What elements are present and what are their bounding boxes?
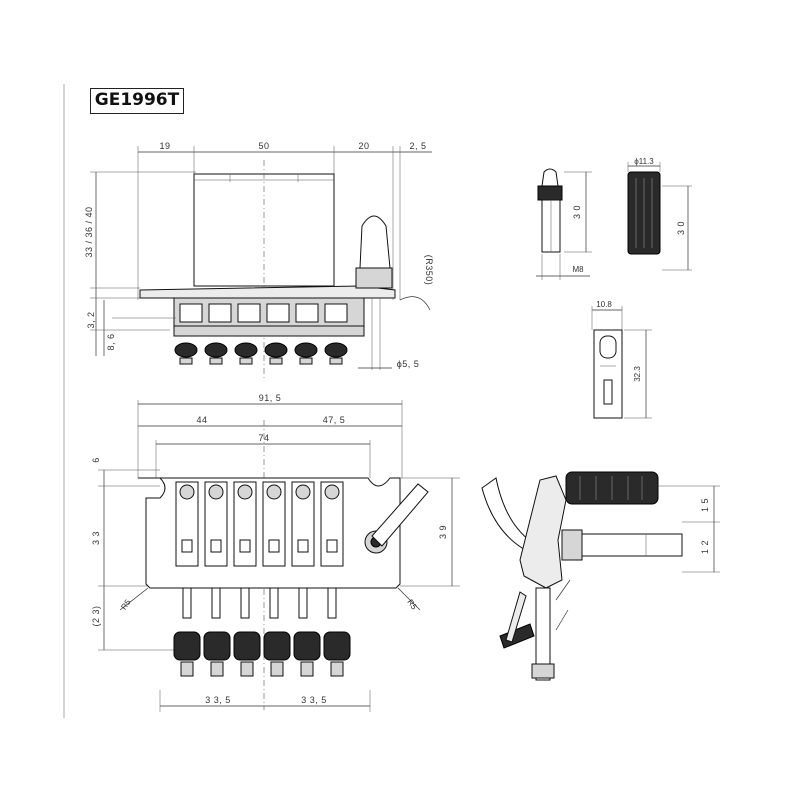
dim-33-36-40: 33 / 36 / 40: [84, 206, 94, 257]
dim-bottom-right: 3 3, 5: [301, 695, 327, 705]
base-plate: [139, 285, 396, 299]
top-saddles: [175, 481, 344, 567]
dim-r350: (R350): [424, 255, 434, 286]
fine-tuner-knobs: [173, 631, 351, 677]
dim-knob-height: 3 0: [676, 221, 686, 235]
dim-39: 3 9: [438, 525, 448, 539]
dim-50: 50: [258, 141, 269, 151]
dim-post-dia: ϕ5, 5: [397, 359, 420, 369]
dim-8-6: 8, 6: [106, 333, 116, 350]
dim-profile-12: 1 2: [700, 540, 710, 554]
dim-knob-dia: ϕ11.3: [634, 157, 654, 166]
side-view: 19 50 20 2, 5 33 / 36 / 40 3, 2 8, 6: [84, 141, 434, 380]
dim-side-23: (2 3): [91, 605, 101, 626]
clamp-view: 10.8 32.3: [591, 300, 652, 419]
profile-post: [581, 533, 683, 557]
profile-lower-tuner: [535, 587, 551, 681]
profile-view: 1 5 1 2: [481, 471, 720, 681]
post-view: 3 0 M8: [536, 168, 592, 280]
profile-body: [519, 475, 567, 589]
profile-socket: [561, 529, 583, 561]
knob-view: ϕ11.3 3 0: [627, 157, 692, 271]
dim-total: 91, 5: [259, 393, 282, 403]
fine-tuner-row-side: [173, 325, 365, 365]
dim-profile-15: 1 5: [700, 498, 710, 512]
dim-3-2: 3, 2: [86, 311, 96, 328]
arm-socket: [359, 215, 391, 269]
top-view: 91, 5 44 47, 5 74 6 3 3 (2 3) R5: [91, 393, 460, 712]
dim-bottom-left: 3 3, 5: [205, 695, 231, 705]
dim-post-height: 3 0: [572, 205, 582, 219]
dim-clamp-width: 10.8: [596, 300, 612, 309]
dim-r5-right: R5: [405, 598, 419, 612]
dim-m8: M8: [572, 265, 584, 274]
dim-side-33: 3 3: [91, 531, 101, 545]
dim-2-5: 2, 5: [409, 141, 426, 151]
top-arm: [371, 483, 429, 547]
fine-tuner-shafts: [182, 587, 337, 619]
socket-nut: [355, 267, 393, 289]
dim-19: 19: [159, 141, 170, 151]
dim-side-6: 6: [91, 457, 101, 463]
dim-clamp-height: 32.3: [633, 366, 642, 382]
dim-44: 44: [196, 415, 207, 425]
dim-47-5: 47, 5: [323, 415, 346, 425]
saddle-row: [173, 297, 365, 327]
dim-20: 20: [358, 141, 369, 151]
model-label: GE1996T: [90, 88, 184, 114]
